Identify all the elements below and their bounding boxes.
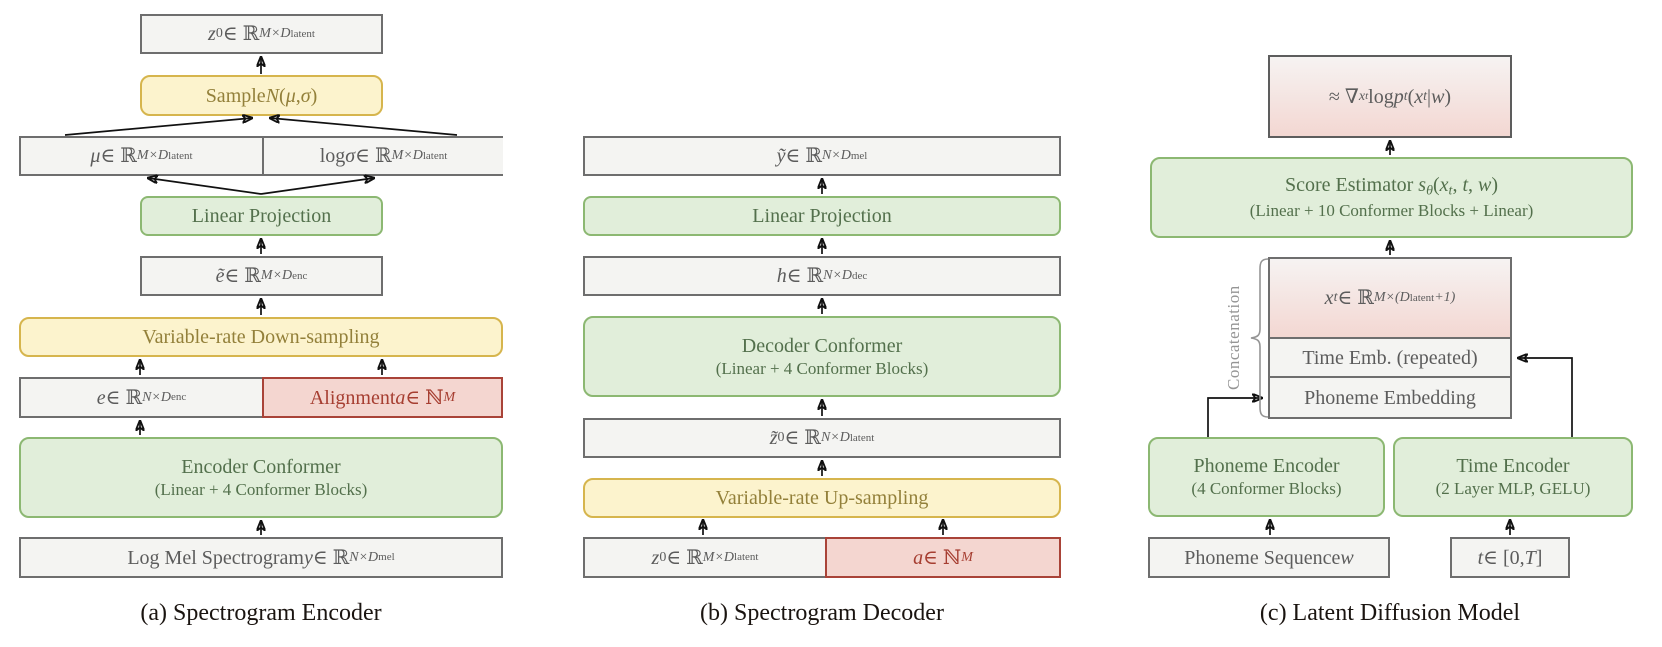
score-estimator-subtitle: (Linear + 10 Conformer Blocks + Linear)	[1249, 201, 1534, 221]
box-variable-rate-up-sampling: Variable-rate Up-sampling	[583, 478, 1061, 518]
caption-c: (c) Latent Diffusion Model	[1259, 600, 1521, 626]
box-variable-rate-down-sampling: Variable-rate Down-sampling	[19, 317, 503, 357]
box-phoneme-sequence: Phoneme Sequence w	[1148, 537, 1390, 578]
box-time-embedding: Time Emb. (repeated)	[1270, 337, 1510, 376]
phoneme-encoder-subtitle: (4 Conformer Blocks)	[1191, 479, 1342, 499]
score-estimator-title: Score Estimator sθ(xt, t, w)	[1284, 174, 1499, 199]
box-phoneme-encoder: Phoneme Encoder (4 Conformer Blocks)	[1148, 437, 1385, 517]
decoder-conformer-subtitle: (Linear + 4 Conformer Blocks)	[715, 358, 929, 378]
phoneme-encoder-title: Phoneme Encoder	[1193, 455, 1340, 478]
caption-a: (a) Spectrogram Encoder	[140, 600, 382, 626]
time-encoder-subtitle: (2 Layer MLP, GELU)	[1435, 479, 1591, 499]
box-score-estimator: Score Estimator sθ(xt, t, w) (Linear + 1…	[1150, 157, 1633, 238]
decoder-conformer-title: Decoder Conformer	[741, 334, 903, 357]
time-encoder-to-embedding-arrow	[1518, 358, 1573, 437]
concatenation-brace	[1250, 258, 1269, 418]
time-encoder-title: Time Encoder	[1456, 455, 1570, 478]
box-time-encoder: Time Encoder (2 Layer MLP, GELU)	[1393, 437, 1633, 517]
encoder-conformer-subtitle: (Linear + 4 Conformer Blocks)	[154, 479, 368, 499]
box-encoder-conformer: Encoder Conformer (Linear + 4 Conformer …	[19, 437, 503, 518]
box-t-range: t ∈ [0, T]	[1450, 537, 1570, 578]
box-decoder-conformer: Decoder Conformer (Linear + 4 Conformer …	[583, 316, 1061, 397]
box-phoneme-embedding: Phoneme Embedding	[1270, 376, 1510, 417]
box-sample-normal: Sample N(μ, σ)	[140, 75, 383, 116]
box-linear-projection-b: Linear Projection	[583, 196, 1061, 236]
encoder-conformer-title: Encoder Conformer	[181, 455, 341, 478]
box-linear-projection-a: Linear Projection	[140, 196, 383, 236]
caption-b: (b) Spectrogram Decoder	[700, 600, 944, 626]
concatenation-label: Concatenation	[1224, 285, 1243, 391]
